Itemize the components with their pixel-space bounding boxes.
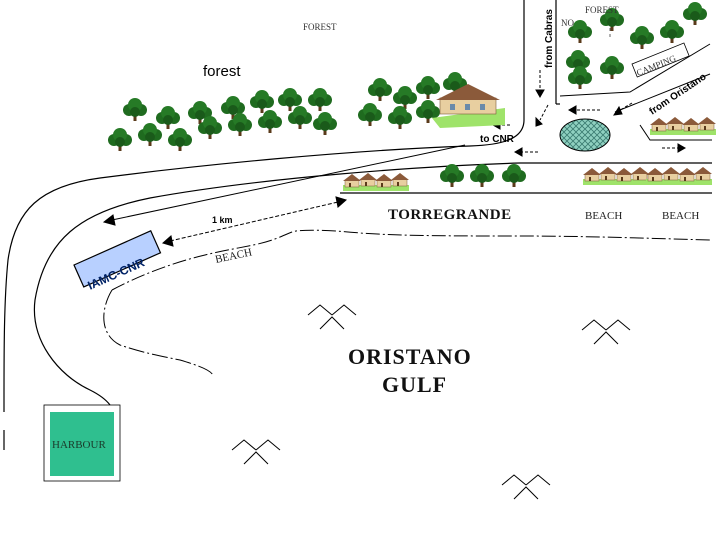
coastal-road-inner: [33, 162, 521, 421]
coastline-lower: [103, 289, 214, 376]
harbour-water: [50, 412, 114, 476]
label-forest-main: forest: [203, 63, 241, 80]
coastline: [111, 229, 711, 291]
label-from-cabras: from Cabras: [544, 9, 555, 68]
cabras-road-curve: [469, 119, 525, 147]
label-forest-top-right: FOREST: [585, 5, 619, 15]
label-beach-3: BEACH: [214, 246, 253, 266]
label-from-oristano: from Oristano: [648, 71, 709, 117]
label-gulf-line2: GULF: [382, 372, 447, 397]
label-forest-top: FOREST: [303, 22, 337, 32]
oristano-road-top: [614, 73, 711, 113]
label-beach-1: BEACH: [585, 210, 622, 222]
roadside-trees: [440, 164, 526, 187]
label-gulf-line1: ORISTANO: [348, 344, 472, 369]
camping-road-top: [559, 43, 711, 97]
label-beach-2: BEACH: [662, 210, 699, 222]
roundabout: [559, 118, 611, 152]
label-harbour: HARBOUR: [52, 439, 106, 451]
coastal-road-outer: [3, 145, 471, 401]
forest-trees: [108, 72, 467, 151]
label-town: TORREGRANDE: [388, 207, 512, 223]
iamc-building: [73, 230, 162, 288]
camping-sign: [631, 42, 690, 78]
direction-arrows: [102, 70, 687, 247]
label-no-sign: NO: [561, 18, 574, 28]
label-to-cnr: to CNR: [480, 134, 515, 145]
seagull-icon: [231, 304, 631, 500]
label-distance: 1 km: [212, 215, 233, 225]
villa: [432, 84, 505, 128]
oristano-road-bottom: [639, 124, 712, 141]
